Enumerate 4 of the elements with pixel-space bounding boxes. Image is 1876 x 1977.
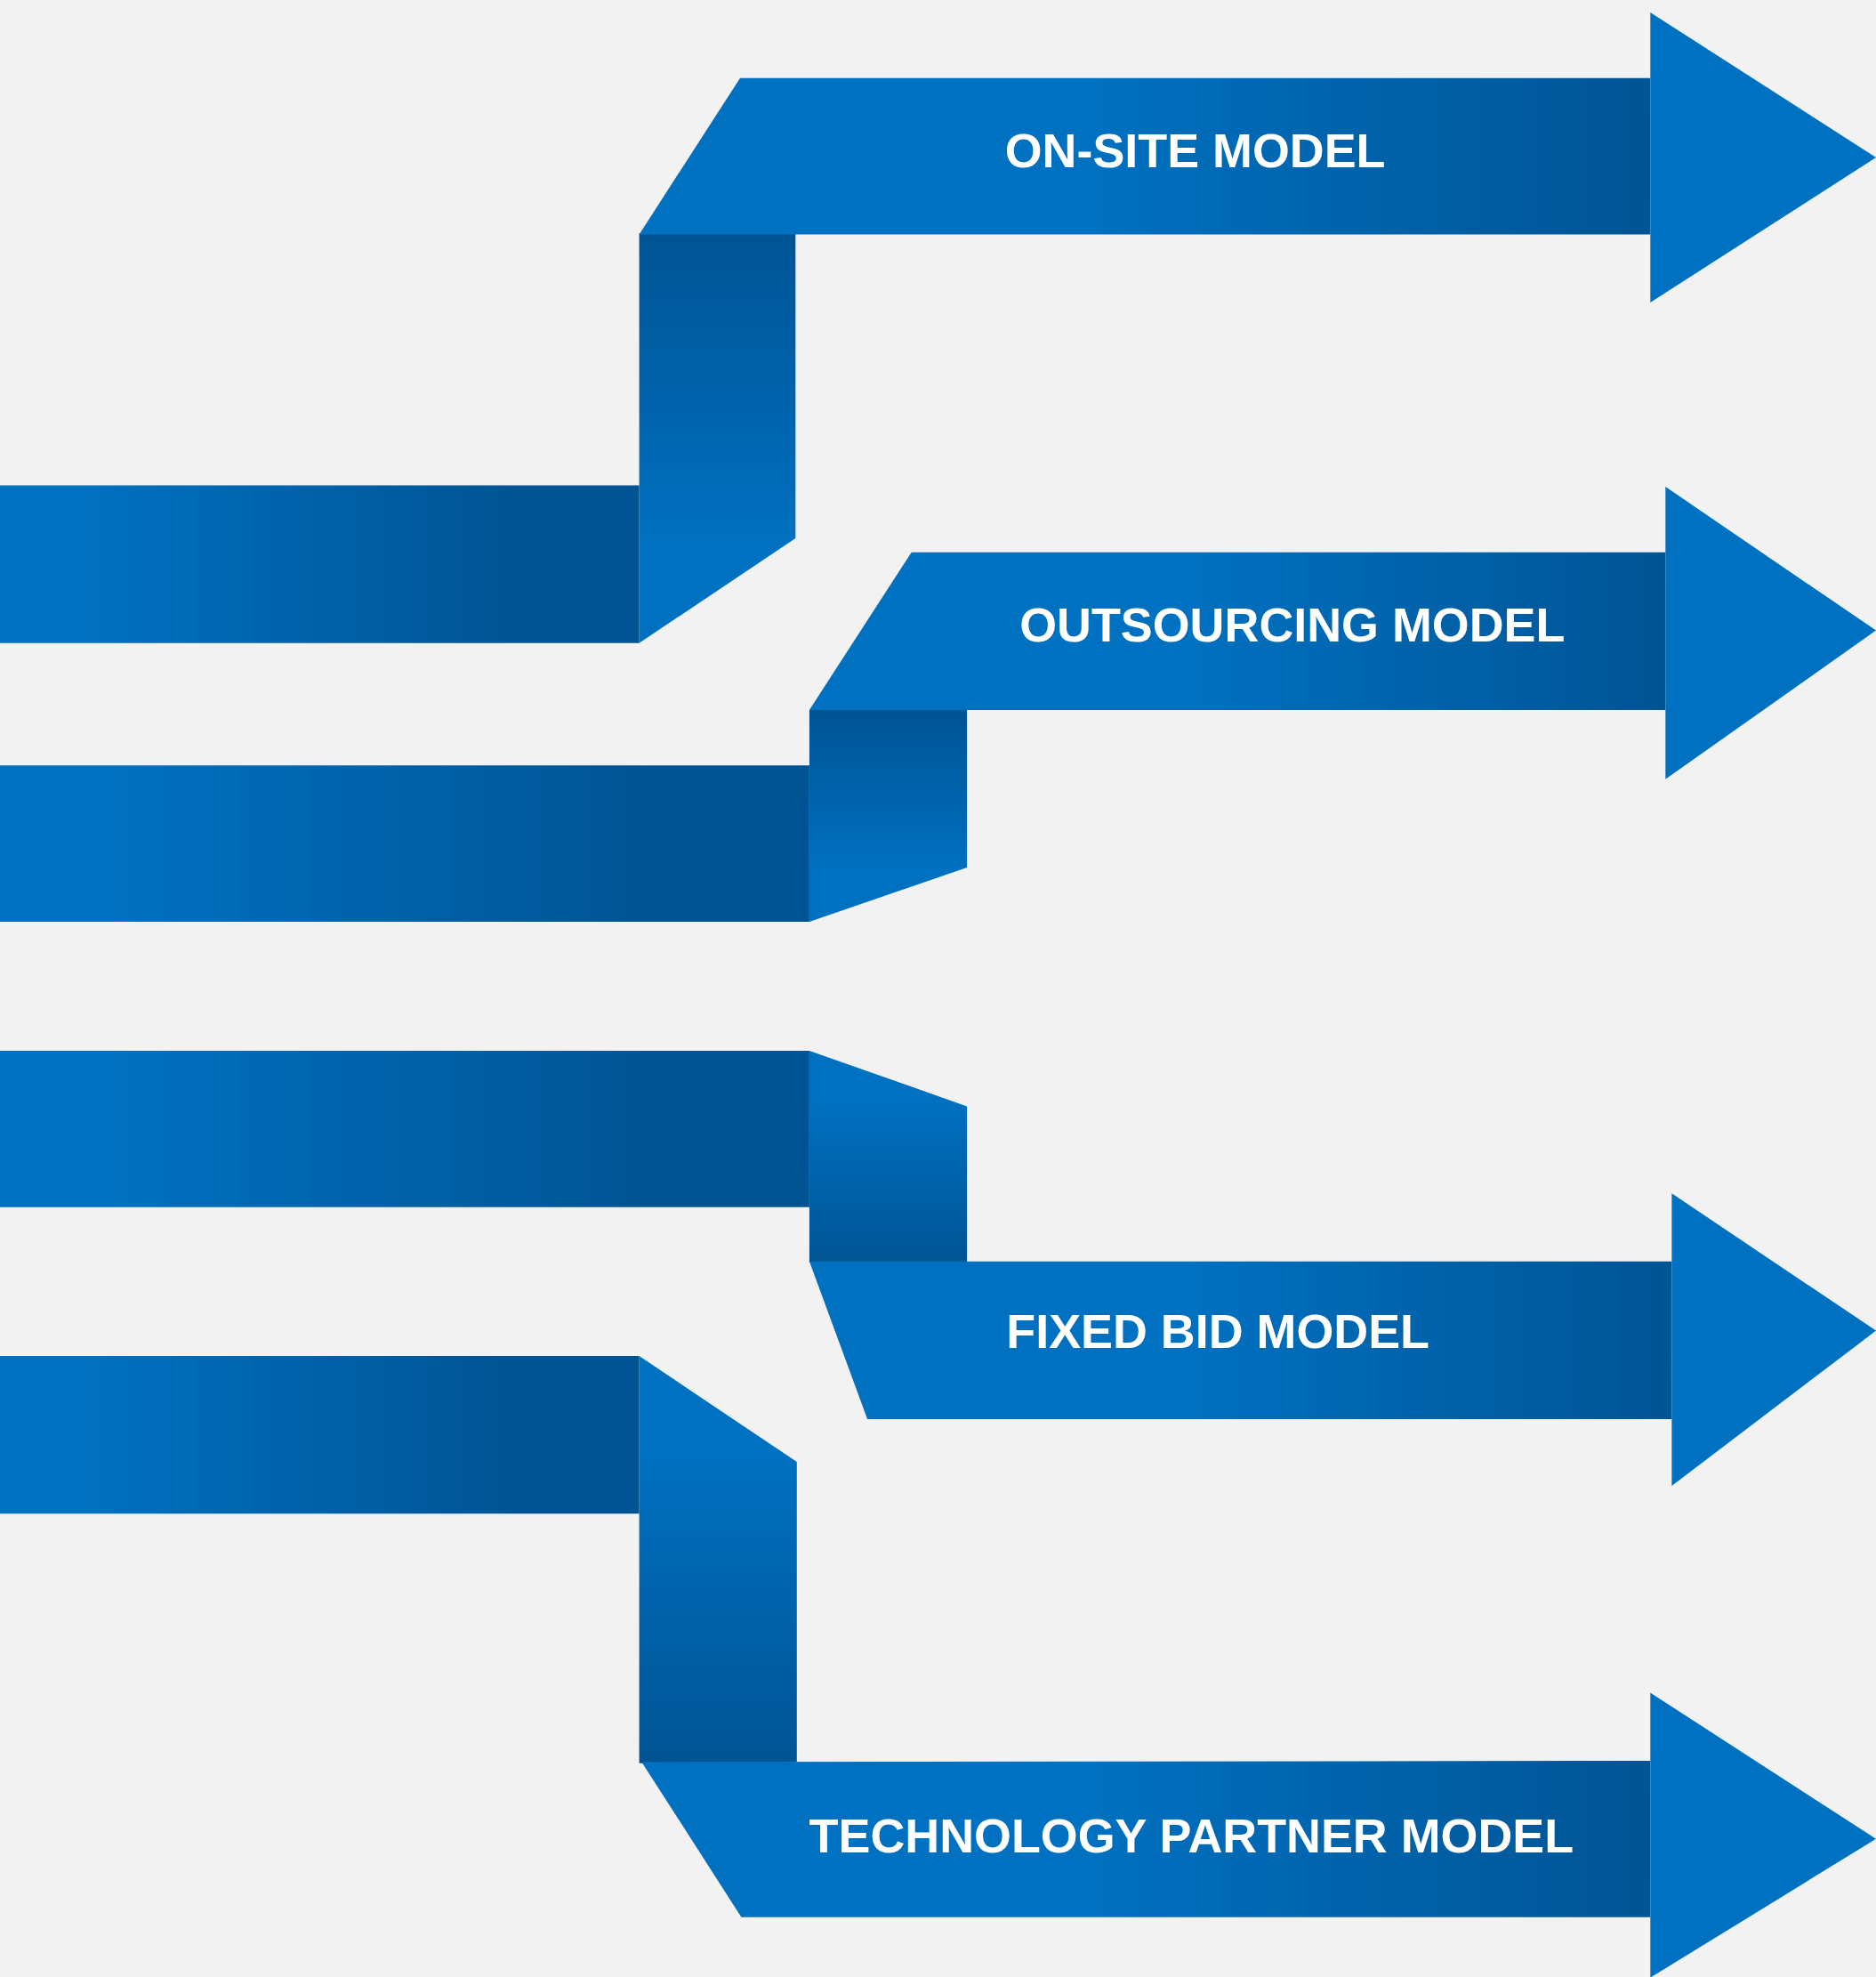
banner-label: FIXED BID MODEL: [1006, 1307, 1429, 1356]
banner-label: OUTSOURCING MODEL: [1019, 601, 1566, 650]
banner-label: TECHNOLOGY PARTNER MODEL: [809, 1812, 1574, 1860]
banner-label: ON-SITE MODEL: [1004, 127, 1386, 175]
